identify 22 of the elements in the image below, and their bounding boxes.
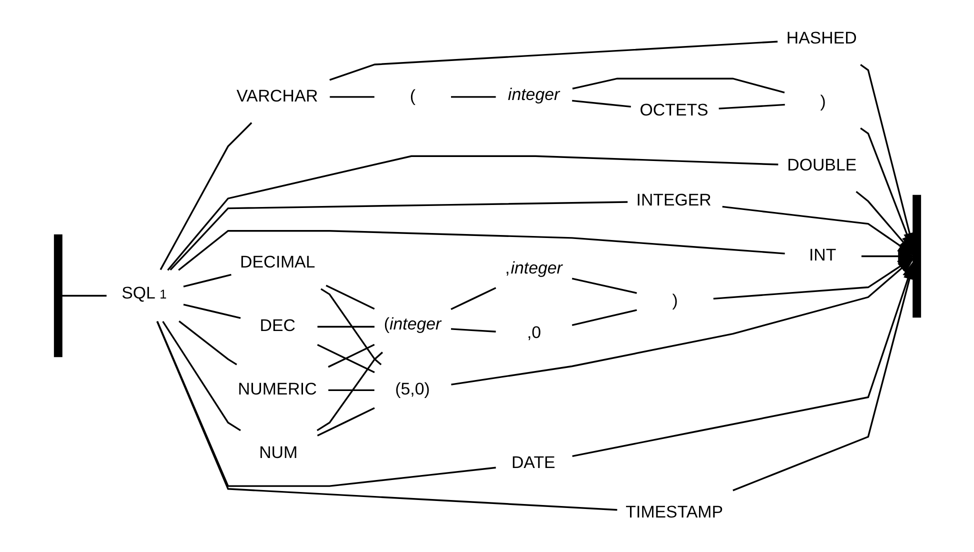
node-text: ( xyxy=(409,86,416,106)
node-text: HASHED xyxy=(786,28,856,48)
node-label: 1 xyxy=(159,288,166,302)
node-text: DATE xyxy=(510,452,555,472)
node-text: ,integer xyxy=(504,258,562,278)
node-text: ) xyxy=(672,290,678,310)
node-text: NUM xyxy=(258,443,298,462)
node-text: INT xyxy=(808,246,836,265)
node-text: INTEGER xyxy=(636,190,711,210)
node-text: DECIMAL xyxy=(240,252,315,272)
node-text: (5,0) xyxy=(394,380,430,399)
node-text: SQL xyxy=(121,284,155,303)
node-text: OCTETS xyxy=(639,100,708,120)
node-text: VARCHAR xyxy=(236,86,318,106)
node-text: TIMESTAMP xyxy=(625,502,723,522)
node-text: NUMERIC xyxy=(237,380,316,399)
node-text: ,0 xyxy=(526,323,541,342)
node-text: ) xyxy=(820,92,826,111)
node-text: integer xyxy=(507,84,560,104)
node-text: (integer xyxy=(383,314,441,334)
node-text: DEC xyxy=(259,316,295,336)
node-text: DOUBLE xyxy=(786,155,856,174)
